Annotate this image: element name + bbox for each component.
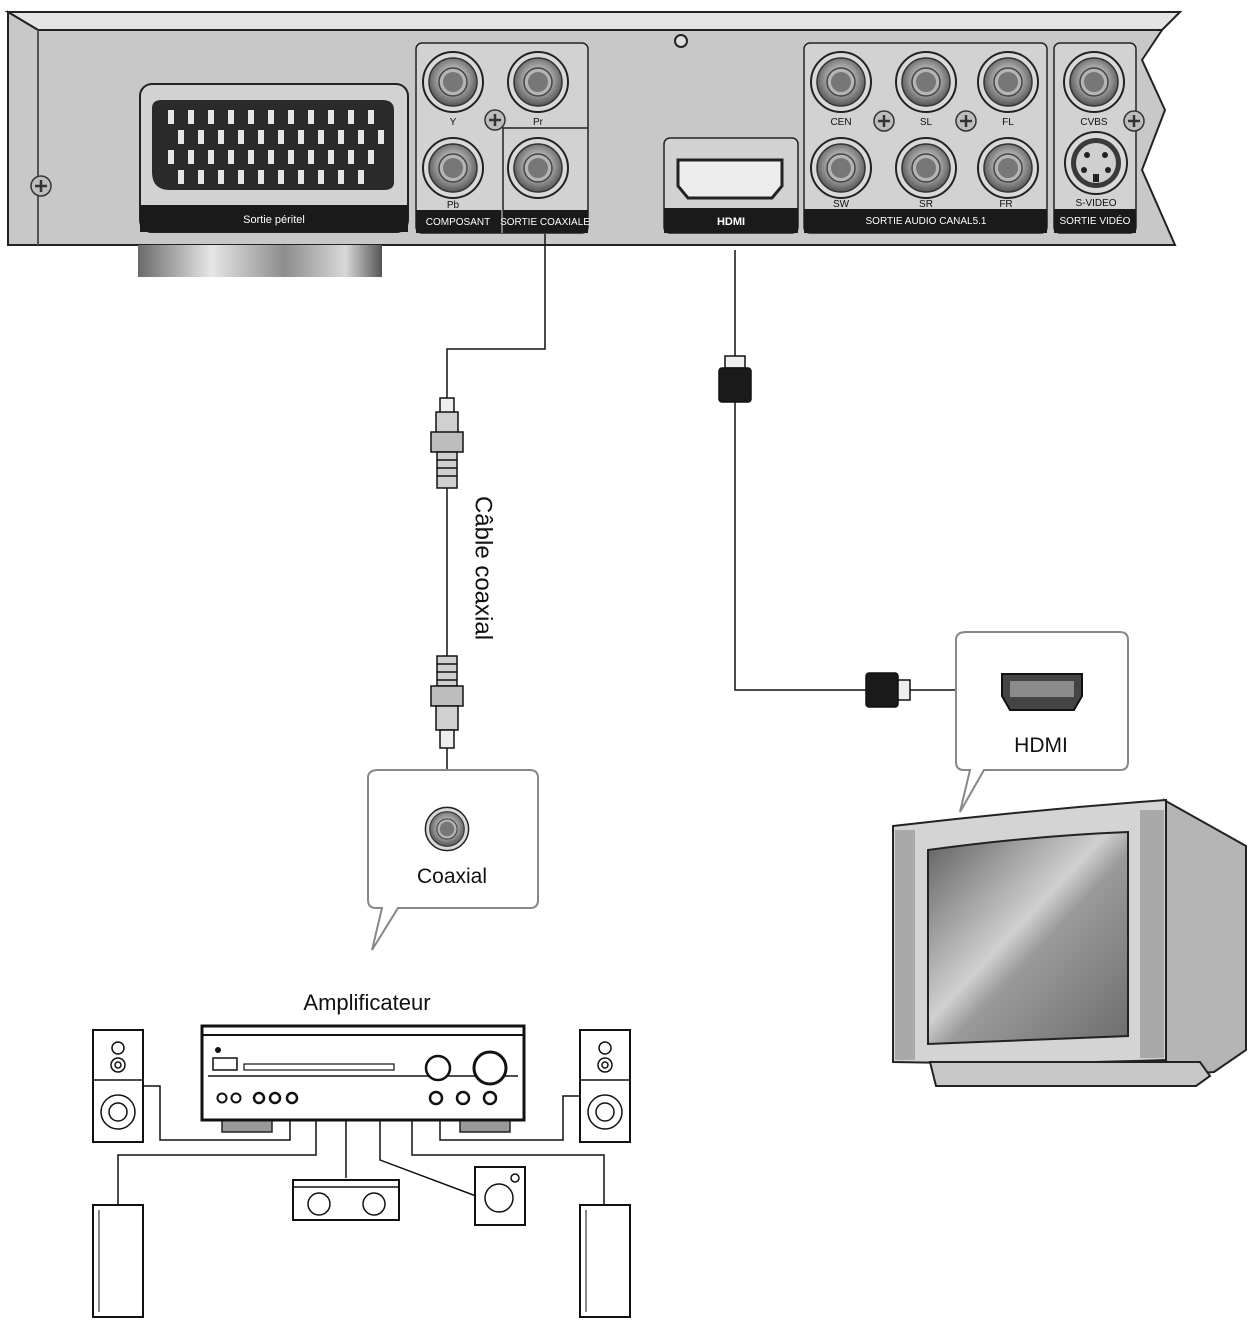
scart-pins-icon [168,110,384,184]
volume-knob-icon [472,1050,508,1086]
coax-plug-bottom-icon [430,655,464,749]
chassis-screw-icon [29,174,53,198]
pb-jack-label: Pb [447,200,460,211]
player-rear-panel: Sortie péritel Y Pr Pb COMPOSANT SORTIE … [4,10,1183,277]
video-out-block: CVBS S-VIDEO SORTIE VIDÉO [1053,42,1146,234]
speaker-rear-right [579,1204,631,1318]
hdmi-out-port: HDMI [663,137,799,234]
video-group-label: SORTIE VIDÉO [1060,214,1131,227]
tv-screen [927,830,1129,1046]
panel-screw-icon [483,108,507,132]
sr-jack-label: SR [919,199,933,210]
coax-plug-top-icon [430,397,464,489]
audio-51-block: CEN SL FL SW SR FR SORTIE AUDIO CANAL5.1 [803,42,1048,234]
fr-jack-icon [977,137,1039,199]
television [892,798,1247,1087]
input-selector-knob-icon [424,1054,452,1082]
amp-coaxial-callout: Coaxial [367,769,539,951]
amplifier-label: Amplificateur [303,990,430,1015]
tv-hdmi-callout: HDMI [955,631,1129,813]
fr-jack-label: FR [999,199,1012,210]
cvbs-jack-icon [1063,51,1125,113]
pr-jack-label: Pr [533,117,544,128]
hdmi-plug-side-icon [865,672,911,708]
coaxial-out-label: SORTIE COAXIALE [500,217,590,228]
panel-screw-icon [1122,109,1146,133]
speaker-front-right [579,1029,631,1143]
svideo-jack-icon [1064,131,1128,195]
speaker-wiring [117,1085,605,1205]
y-jack-label: Y [450,117,457,128]
speaker-front-left [92,1029,144,1143]
audio51-group-label: SORTIE AUDIO CANAL5.1 [866,216,987,227]
tv-hdmi-label: HDMI [1014,734,1068,757]
fl-jack-label: FL [1002,117,1014,128]
speaker-rear-left [92,1204,144,1318]
cvbs-jack-label: CVBS [1080,117,1108,128]
hdmi-cable [734,250,955,691]
cen-jack-icon [810,51,872,113]
sl-jack-label: SL [920,117,933,128]
scart-port: Sortie péritel [138,83,409,277]
component-group-label: COMPOSANT [426,217,490,228]
sw-jack-label: SW [833,199,850,210]
tone-knobs-icon [252,1090,498,1106]
cen-jack-label: CEN [830,117,851,128]
svideo-jack-label: S-VIDEO [1075,198,1116,209]
sl-jack-icon [895,51,957,113]
sw-jack-icon [810,137,872,199]
hdmi-out-label: HDMI [717,216,745,228]
hdmi-port-icon [676,158,784,200]
amplifier [200,1024,526,1133]
y-jack-icon [422,51,484,113]
ground-hole-icon [674,34,688,48]
panel-screw-icon [954,109,978,133]
coaxial-out-jack-icon [507,137,569,199]
hdmi-plug-top-icon [718,355,752,403]
sr-jack-icon [895,137,957,199]
speaker-center [292,1179,400,1221]
amp-coaxial-label: Coaxial [417,865,487,888]
panel-screw-icon [872,109,896,133]
component-coax-block: Y Pr Pb COMPOSANT SORTIE COAXIALE [415,42,590,234]
fl-jack-icon [977,51,1039,113]
subwoofer [474,1166,526,1226]
pb-jack-icon [422,137,484,199]
pr-jack-icon [507,51,569,113]
coaxial-in-jack-icon [424,806,470,852]
cable-label: Câble coaxial [470,496,497,640]
scart-label: Sortie péritel [243,214,305,226]
